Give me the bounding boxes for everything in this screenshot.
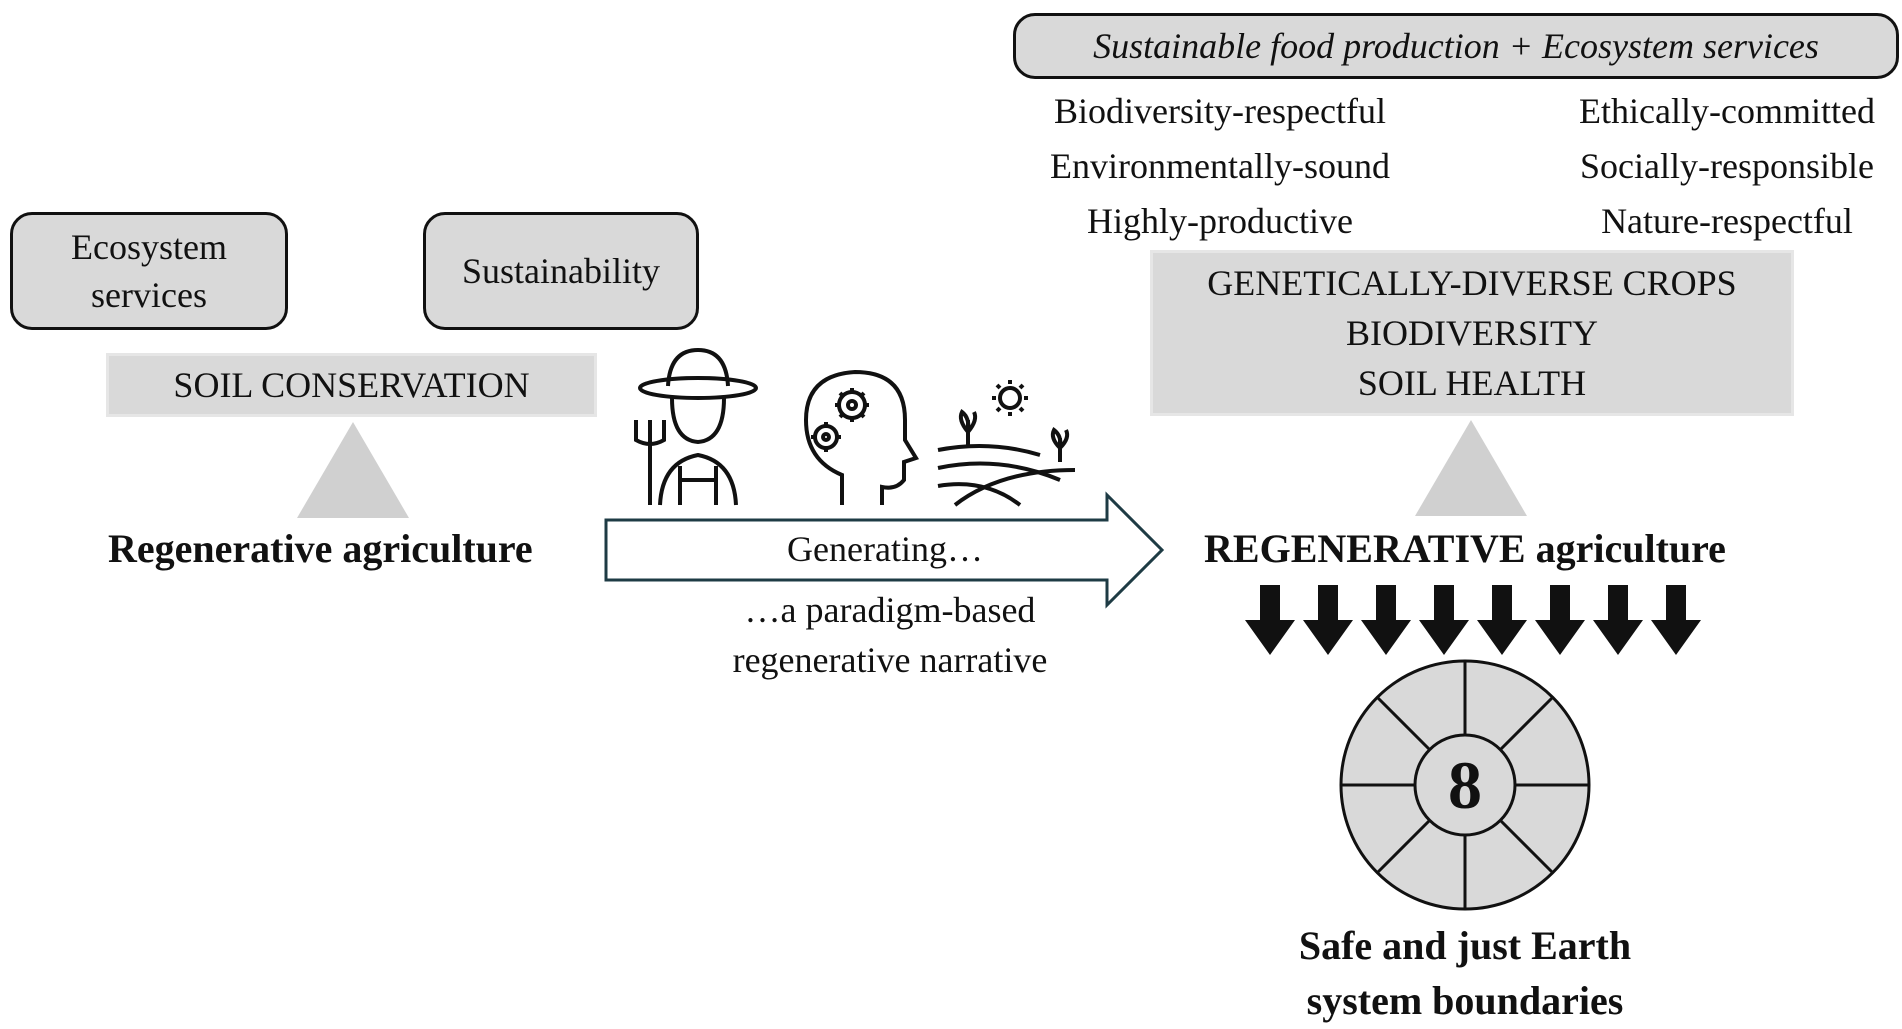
attribute-biodiversity-respectful: Biodiversity-respectful — [1054, 91, 1386, 131]
boundaries-line-2: system boundaries — [1306, 978, 1624, 1023]
sustainability-label: Sustainability — [462, 251, 660, 291]
boundaries-wheel — [1339, 659, 1591, 911]
attribute-environmentally-sound: Environmentally-sound — [1050, 146, 1390, 186]
soil-conservation-label: SOIL CONSERVATION — [173, 365, 530, 405]
box-line-biodiversity: BIODIVERSITY — [1346, 313, 1598, 353]
arrow-text: Generating… — [787, 529, 983, 569]
attribute-ethically-committed: Ethically-committed — [1579, 91, 1875, 131]
wheel-number: 8 — [1448, 747, 1482, 823]
field-sun-icon — [937, 380, 1076, 507]
down-arrow-4 — [1419, 585, 1469, 655]
box-line-soil-health: SOIL HEALTH — [1357, 363, 1587, 403]
farmer-icon — [634, 347, 758, 506]
regen-rest: agriculture — [1535, 526, 1726, 571]
crops-biodiversity-soil-box: GENETICALLY-DIVERSE CROPS BIODIVERSITY S… — [1150, 250, 1794, 416]
regenerative-agriculture-left: Regenerative agriculture — [108, 526, 533, 571]
left-fulcrum-triangle — [297, 422, 409, 518]
boundaries-label: Safe and just Earth system boundaries — [1215, 918, 1715, 1028]
right-fulcrum-triangle — [1415, 420, 1527, 516]
down-arrows — [1245, 585, 1701, 655]
box-line-crops: GENETICALLY-DIVERSE CROPS — [1207, 263, 1737, 303]
attribute-socially-responsible: Socially-responsible — [1580, 146, 1874, 186]
regenerative-agriculture-right: REGENERATIVE agriculture — [1150, 525, 1780, 572]
sustainability-box: Sustainability — [423, 212, 699, 330]
ecosystem-services-label: Ecosystem services — [71, 227, 227, 315]
attributes-right-column: Ethically-committed Socially-responsible… — [1552, 84, 1902, 249]
attribute-nature-respectful: Nature-respectful — [1601, 201, 1853, 241]
down-arrow-2 — [1303, 585, 1353, 655]
attributes-left-column: Biodiversity-respectful Environmentally-… — [1000, 84, 1440, 249]
generating-arrow — [604, 491, 1165, 609]
ecosystem-services-box: Ecosystem services — [10, 212, 288, 330]
down-arrow-1 — [1245, 585, 1295, 655]
attribute-highly-productive: Highly-productive — [1087, 201, 1353, 241]
narrative-text: …a paradigm-based regenerative narrative — [680, 585, 1100, 685]
down-arrow-5 — [1477, 585, 1527, 655]
regen-caps: REGENERATIVE — [1204, 526, 1526, 571]
banner-label: Sustainable food production + Ecosystem … — [1093, 26, 1819, 66]
brain-gears-icon — [803, 369, 920, 505]
narrative-line-2: regenerative narrative — [732, 640, 1048, 680]
soil-conservation-box: SOIL CONSERVATION — [106, 353, 597, 417]
banner-box: Sustainable food production + Ecosystem … — [1013, 13, 1899, 79]
narrative-line-1: …a paradigm-based — [744, 590, 1036, 630]
down-arrow-6 — [1535, 585, 1585, 655]
down-arrow-8 — [1651, 585, 1701, 655]
down-arrow-3 — [1361, 585, 1411, 655]
boundaries-line-1: Safe and just Earth — [1298, 923, 1632, 968]
down-arrow-7 — [1593, 585, 1643, 655]
